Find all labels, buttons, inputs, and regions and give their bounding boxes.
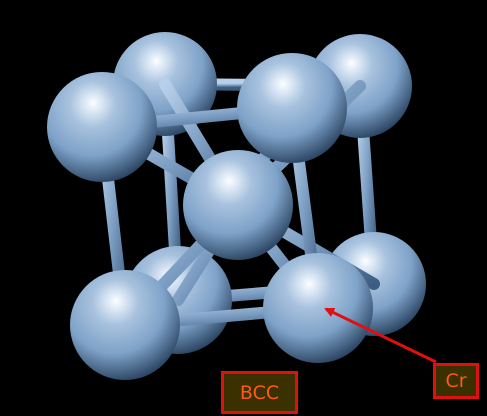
atom-body-center bbox=[183, 150, 293, 260]
element-label: Cr bbox=[433, 363, 479, 399]
atom-front-bottom-right bbox=[263, 253, 373, 363]
element-pointer-arrow bbox=[324, 307, 437, 364]
atom-front-top-left bbox=[47, 72, 157, 182]
structure-label-text: BCC bbox=[239, 381, 280, 404]
atom-front-top-right bbox=[237, 53, 347, 163]
atom-front-bottom-left bbox=[70, 270, 180, 380]
element-label-text: Cr bbox=[445, 370, 467, 392]
front-atoms bbox=[47, 53, 373, 380]
structure-label: BCC bbox=[221, 371, 298, 414]
